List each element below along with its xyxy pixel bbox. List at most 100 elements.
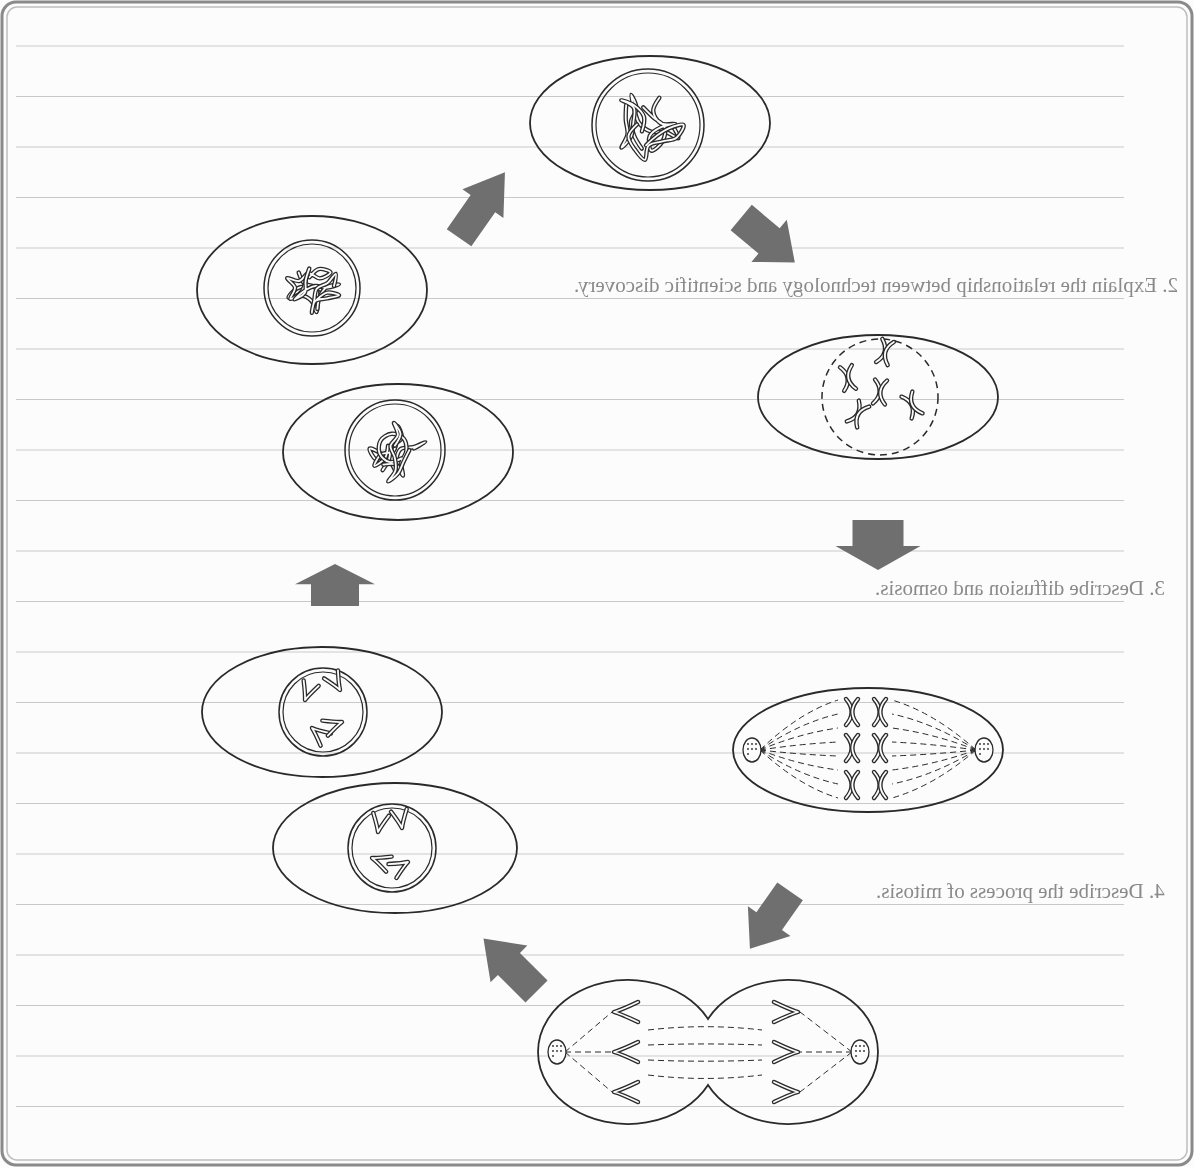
chromatin-strand (388, 423, 409, 482)
ruled-line (16, 197, 1124, 198)
chromosome-arms (388, 855, 412, 878)
chromosome-arms-core (614, 1082, 638, 1102)
chromatid (882, 340, 894, 365)
chromatid-core (880, 699, 886, 725)
page-frame-inner (7, 7, 1187, 1160)
chromatin (621, 95, 683, 160)
show-through-text: 3. Describe diffusion and osmosis. (875, 576, 1165, 600)
centrosome-dot (755, 748, 757, 750)
chromatid-core (880, 735, 886, 761)
centrosome-dot (556, 1050, 558, 1052)
nuclear-envelope-inner (283, 672, 363, 752)
chromosome-arms (614, 1042, 638, 1062)
ruled-line (16, 45, 1124, 46)
ruled-line (16, 752, 1124, 753)
show-through-text: 2. Explain the relationship between tech… (574, 273, 1178, 297)
spindle-fiber (760, 750, 838, 784)
duplicated-chromosome (874, 735, 886, 761)
chromosome (774, 1082, 798, 1102)
nuclear-envelope (348, 804, 436, 892)
chromosome-arms-core (614, 1042, 638, 1062)
cell-membrane (758, 335, 998, 459)
cell-membrane (197, 216, 427, 364)
ruled-line (16, 1055, 1124, 1056)
chromosome-arms-core (369, 850, 391, 871)
spindle-fiber (760, 750, 838, 756)
cycle-arrow (295, 564, 375, 606)
nuclear-envelope-inner (349, 404, 441, 496)
ruled-line (16, 500, 1124, 501)
chromatid-core (852, 699, 858, 725)
chromosome (297, 680, 318, 702)
spindle-fiber (892, 700, 976, 750)
show-through-text: 4. Describe the process of mitosis. (876, 879, 1165, 903)
ruled-line (16, 449, 1124, 450)
chromatid (852, 404, 869, 428)
duplicated-chromosome (847, 401, 869, 428)
spindle-fiber (565, 1012, 612, 1052)
centrosome-dot (863, 1050, 865, 1052)
nuclear-envelope (592, 69, 704, 181)
centrosome-dot (987, 743, 989, 745)
duplicated-chromosome (840, 365, 856, 391)
nuclear-envelope (345, 400, 445, 500)
chromosome (774, 1042, 798, 1062)
spindle-fiber (892, 742, 976, 750)
chromatid-core (880, 772, 886, 798)
centrosome (548, 1040, 566, 1064)
chromosome-arms (370, 813, 389, 834)
duplicated-chromosome (873, 380, 887, 405)
chromatin-strand (312, 274, 339, 313)
centrosome (851, 1040, 869, 1064)
duplicated-chromosome (846, 772, 858, 798)
chromosome-arms (614, 1082, 638, 1102)
cycle-arrow (465, 920, 555, 1010)
nuclear-envelope (264, 240, 360, 336)
chromatin (287, 269, 339, 313)
spindle-fiber (760, 728, 838, 750)
chromosome (391, 809, 410, 830)
chromatin-strand (628, 124, 683, 159)
centrosome (975, 738, 993, 762)
centrosome-dot (552, 1050, 554, 1052)
chromosome (614, 1002, 638, 1022)
centrosome-dot (979, 748, 981, 750)
cell-membrane (202, 647, 442, 777)
chromatid-core (846, 365, 856, 390)
duplicated-chromosome (874, 772, 886, 798)
chromatid (880, 699, 886, 725)
centrosome-dot (751, 748, 753, 750)
chromosome-arms (297, 680, 318, 702)
chromosome (322, 714, 344, 735)
spindle-fiber (760, 742, 838, 750)
chromosome-arms (774, 1002, 798, 1022)
chromosome-arms (324, 670, 347, 694)
chromatid-core (852, 735, 858, 761)
chromatid (879, 380, 887, 404)
spindle-fiber (800, 1052, 852, 1053)
chromosome-arms (774, 1082, 798, 1102)
nuclear-envelope-inner (268, 244, 356, 332)
centrosome-dot (987, 748, 989, 750)
centrosome-dot (855, 1050, 857, 1052)
chromatid-core (879, 380, 887, 404)
chromosome-arms-core (391, 809, 410, 830)
dividing-cell-membrane (538, 980, 878, 1124)
spindle-fiber (648, 1027, 762, 1030)
spindle-fiber (892, 750, 976, 756)
ruled-line (16, 853, 1124, 854)
centrosome-dot (983, 748, 985, 750)
spindle-fiber (648, 1075, 762, 1078)
chromatin-strand-core (628, 124, 683, 159)
centrosome-dot (552, 1045, 554, 1047)
centrosome-dot (979, 753, 981, 755)
cell-membrane (733, 688, 1003, 812)
spindle-fiber (760, 750, 838, 798)
ruled-line (16, 601, 1124, 602)
nuclear-envelope (822, 339, 938, 455)
spindle-fiber (648, 1060, 762, 1061)
chromatid (907, 392, 922, 416)
chromosome (774, 1002, 798, 1022)
ruled-line (16, 1005, 1124, 1006)
spindle-fiber (892, 750, 976, 798)
